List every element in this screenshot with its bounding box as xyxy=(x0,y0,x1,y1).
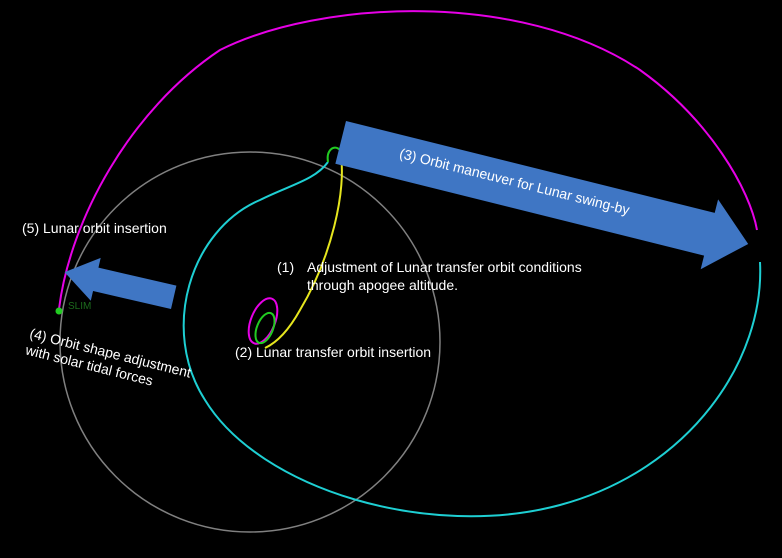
label-step1-line2: through apogee altitude. xyxy=(307,277,459,293)
label-step1-number: (1) xyxy=(277,259,295,275)
green-inner-loop xyxy=(254,311,276,345)
moon-marker-label: SLIM xyxy=(68,301,92,312)
cyan-orbit-arc xyxy=(182,161,762,518)
moon-marker-dot xyxy=(55,307,63,315)
magenta-orbit-arc xyxy=(58,10,758,310)
label-step1-line1: Adjustment of Lunar transfer orbit condi… xyxy=(307,259,582,275)
yellow-transfer-trajectory xyxy=(264,149,343,349)
label-transfer-orbit-insertion: (2) Lunar transfer orbit insertion xyxy=(235,344,432,360)
lunar-orbit-circle xyxy=(59,151,441,533)
green-swingby-segment xyxy=(326,146,341,163)
label-transfer-orbit-adjustment: Adjustment of Lunar transfer orbit condi… xyxy=(307,258,582,294)
arrow-4-orbit-shape xyxy=(64,257,177,309)
label-lunar-orbit-insertion: (5) Lunar orbit insertion xyxy=(22,220,167,236)
arrow-3-orbit-maneuver xyxy=(335,121,749,270)
